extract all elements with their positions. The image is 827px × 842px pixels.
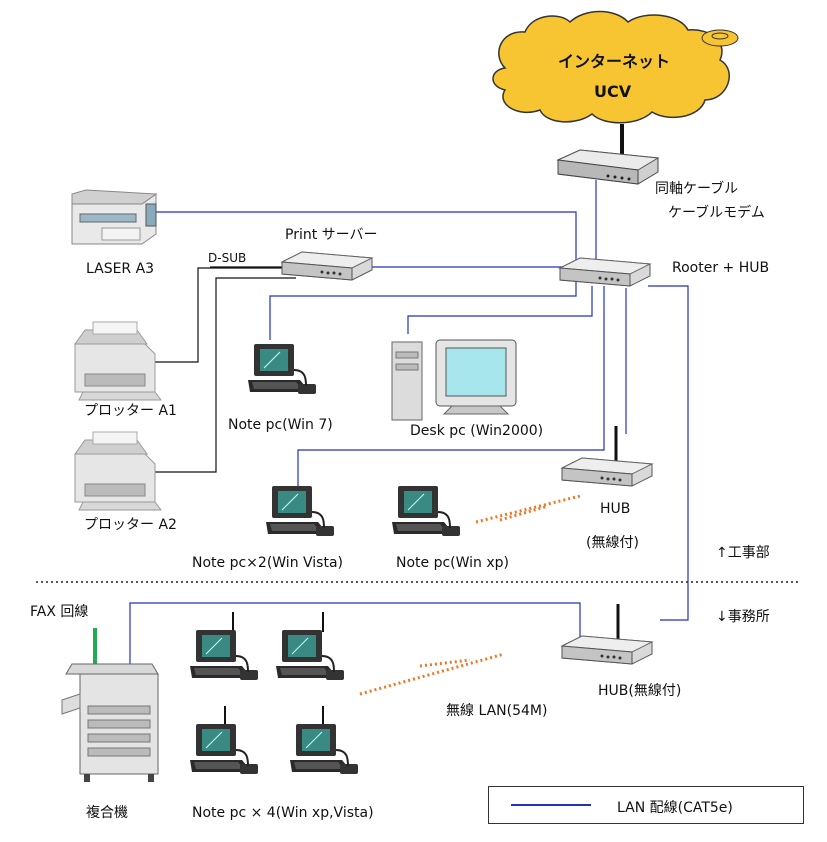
note-x4-label: Note pc × 4(Win xp,Vista)	[192, 805, 374, 821]
mfp-label: 複合機	[86, 805, 128, 821]
modem-label-2: ケーブルモデム	[668, 205, 765, 221]
router-label: Rooter + HUB	[672, 260, 770, 276]
laser-printer	[71, 189, 158, 245]
laptop-win7	[247, 343, 317, 395]
hub-office-label: HUB(無線付)	[598, 683, 682, 699]
office-laptops	[189, 612, 359, 775]
note-xp-label: Note pc(Win xp)	[396, 555, 510, 571]
print-server	[281, 251, 373, 281]
desktop-pc	[391, 339, 517, 421]
laser-label: LASER A3	[86, 261, 155, 277]
plotter-a2	[74, 431, 162, 511]
legend-label: LAN 配線(CAT5e)	[617, 800, 733, 816]
koujibu-label: ↑工事部	[716, 545, 770, 561]
fax-label: FAX 回線	[30, 604, 89, 620]
plotter-a1-label: プロッター A1	[84, 403, 177, 419]
plotter-a2-label: プロッター A2	[84, 517, 177, 533]
wireless-lan-label: 無線 LAN(54M)	[446, 703, 548, 719]
dsub-cabling	[155, 266, 296, 473]
jimusho-label: ↓事務所	[716, 609, 770, 625]
internet-cloud	[492, 10, 739, 124]
plotter-a1	[74, 321, 162, 401]
wireless-link-office	[359, 652, 505, 696]
hub-wireless	[561, 457, 653, 487]
legend-swatch	[511, 804, 591, 806]
hub-wireless-sub: (無線付)	[586, 535, 639, 551]
cloud-title: インターネット	[558, 52, 671, 71]
hub-office	[561, 635, 653, 665]
modem-label-1: 同軸ケーブル	[655, 181, 739, 197]
mfp-copier	[61, 663, 159, 782]
laptop-xp	[391, 485, 461, 537]
router-hub	[559, 257, 651, 287]
dsub-label: D-SUB	[208, 251, 247, 265]
hub-wireless-label: HUB	[600, 501, 631, 517]
legend: LAN 配線(CAT5e)	[488, 786, 804, 824]
note-win7-label: Note pc(Win 7)	[228, 417, 333, 433]
cable-modem	[556, 149, 660, 185]
wireless-link	[475, 494, 581, 524]
print-server-label: Print サーバー	[285, 227, 378, 243]
laptop-vista	[265, 485, 335, 537]
note-vista-label: Note pc×2(Win Vista)	[192, 555, 344, 571]
lan-cabling	[129, 180, 689, 668]
desk-pc-label: Desk pc (Win2000)	[410, 423, 544, 439]
cloud-subtitle: UCV	[594, 82, 632, 101]
